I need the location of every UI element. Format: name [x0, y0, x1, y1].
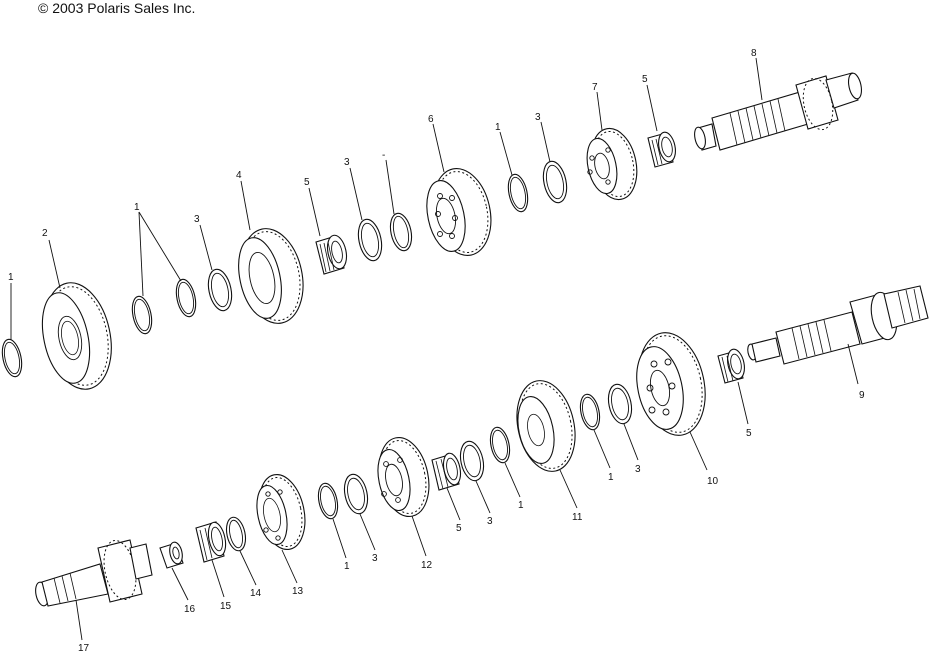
callout-10: 10 — [707, 476, 719, 487]
needle-bearing-15 — [195, 521, 227, 563]
thrust-washer-3f — [343, 473, 369, 515]
callout-3d: 3 — [635, 464, 641, 475]
gear-7 — [586, 127, 638, 201]
leader-5b — [646, 84, 658, 132]
callout-dash: - — [382, 150, 385, 161]
leader-15 — [211, 559, 225, 598]
gear-10 — [636, 332, 706, 436]
bushing-16 — [159, 541, 184, 569]
gear-12 — [377, 437, 430, 517]
leader-13 — [281, 549, 298, 584]
leader-10 — [689, 431, 708, 471]
shaft-9 — [747, 285, 929, 365]
leader-1f — [332, 518, 347, 559]
snap-ring-1b-left — [131, 295, 153, 335]
leader-16 — [171, 567, 189, 601]
snap-ring-unlabeled — [389, 212, 413, 252]
leader-3e — [475, 480, 491, 514]
needle-bearing-5a — [315, 234, 348, 275]
callout-17: 17 — [78, 643, 90, 654]
needle-bearing-5d — [431, 452, 462, 491]
leader-4 — [240, 180, 251, 231]
leader-5d — [446, 487, 461, 521]
gear-11 — [516, 380, 576, 472]
gear-4 — [238, 228, 304, 324]
callout-3f: 3 — [372, 553, 378, 564]
shaft-17 — [35, 539, 153, 607]
leader-14 — [239, 550, 257, 586]
callout-3a: 3 — [194, 214, 200, 225]
callout-3b: 3 — [344, 157, 350, 168]
callout-1c: 1 — [495, 122, 501, 133]
leader-3f — [359, 513, 376, 551]
leader-1b-b — [138, 211, 182, 282]
callout-1b: 1 — [134, 202, 140, 213]
snap-ring-1f — [317, 482, 339, 520]
leader-3d — [623, 423, 639, 461]
callout-4: 4 — [236, 170, 242, 181]
leader-dash — [385, 159, 395, 215]
leader-17 — [75, 599, 83, 641]
leader-9 — [847, 343, 859, 385]
leader-3b — [349, 167, 363, 221]
callout-5d: 5 — [456, 523, 462, 534]
gear-2 — [41, 282, 112, 390]
callout-15: 15 — [220, 601, 232, 612]
thrust-washer-3c — [542, 160, 568, 204]
callout-3c: 3 — [535, 112, 541, 123]
snap-ring-1c — [507, 173, 529, 213]
callout-5c: 5 — [746, 428, 752, 439]
needle-bearing-5b — [647, 131, 676, 168]
leader-5c — [737, 381, 749, 425]
shaft-8 — [694, 72, 863, 151]
snap-ring-1d — [579, 393, 601, 431]
leader-12 — [411, 515, 427, 557]
thrust-washer-3a — [207, 268, 233, 312]
gear-13 — [256, 474, 306, 550]
thrust-washer-3b — [357, 218, 383, 262]
callout-1f: 1 — [344, 561, 350, 572]
copyright-text: © 2003 Polaris Sales Inc. — [38, 0, 196, 16]
callout-1a: 1 — [8, 272, 14, 283]
snap-ring-14 — [225, 516, 247, 552]
callout-16: 16 — [184, 604, 196, 615]
leader-8 — [755, 57, 763, 101]
callout-13: 13 — [292, 586, 304, 597]
callout-11: 11 — [572, 512, 583, 523]
callout-5a: 5 — [304, 177, 310, 188]
leader-5a — [308, 187, 321, 237]
callout-1e: 1 — [518, 500, 524, 511]
snap-ring-1a — [1, 338, 23, 378]
callout-6: 6 — [428, 114, 434, 125]
leader-6 — [432, 123, 445, 173]
needle-bearing-5c — [717, 348, 745, 384]
thrust-washer-3e — [459, 440, 485, 482]
leader-3c — [540, 121, 551, 163]
leader-1b-a — [138, 211, 144, 297]
callout-2: 2 — [42, 228, 48, 239]
callout-3e: 3 — [487, 516, 493, 527]
callout-12: 12 — [421, 560, 433, 571]
callout-1d: 1 — [608, 472, 614, 483]
callout-8: 8 — [751, 48, 757, 59]
snap-ring-1e — [489, 426, 511, 464]
callout-7: 7 — [592, 82, 598, 93]
leader-1e — [504, 462, 521, 498]
leader-1d — [593, 429, 611, 469]
leader-7 — [596, 91, 603, 131]
leader-11 — [559, 469, 578, 509]
gear-6 — [426, 168, 492, 256]
thrust-washer-3d — [607, 383, 633, 425]
leader-2 — [48, 239, 61, 289]
leader-1c — [499, 131, 513, 176]
callout-9: 9 — [859, 390, 865, 401]
leader-3a — [199, 224, 213, 271]
callout-5b: 5 — [642, 74, 648, 85]
snap-ring-1b-right — [175, 278, 197, 318]
callout-14: 14 — [250, 588, 262, 599]
